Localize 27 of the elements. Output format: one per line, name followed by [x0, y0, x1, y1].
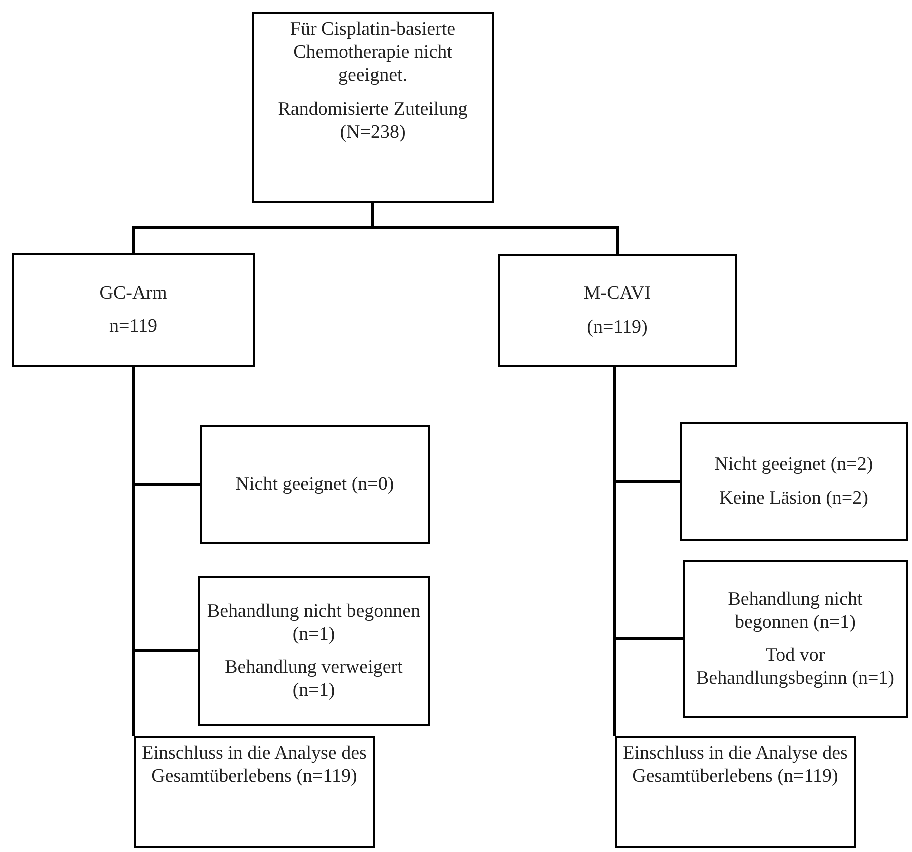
box-text: Nicht geeignet (n=0) [236, 472, 394, 496]
connector-line [372, 203, 619, 254]
flow-box [252, 12, 494, 203]
box-text: Einschluss in die Analyse des Gesamtüberlebens (n=119) [141, 742, 368, 788]
box-text: Einschluss in die Analyse des Gesamtüberlebens (n=119) [622, 742, 849, 788]
flow-box [200, 425, 430, 544]
flow-box [683, 560, 908, 718]
box-text: Behandlung nicht begonnen (n=1) [206, 600, 422, 646]
flow-box [198, 576, 430, 726]
box-text: Tod vor Behandlungsbeginn (n=1) [695, 644, 896, 690]
connector-line [132, 367, 136, 736]
flow-box [134, 736, 375, 848]
box-text: GC-Arm [100, 282, 168, 305]
flow-box [615, 736, 856, 848]
box-text: Nicht geeignet (n=2) [714, 453, 874, 476]
flow-box [680, 422, 908, 541]
box-text: Für Cisplatin-basierte Chemotherapie nicht geeignet. [289, 18, 457, 88]
flow-box [12, 253, 255, 367]
box-text: Behandlung verweigert (n=1) [224, 656, 404, 702]
flow-box [498, 254, 737, 367]
box-text: (n=119) [587, 316, 648, 339]
box-text: Randomisierte Zuteilung (N=238) [277, 98, 469, 144]
connector-line [614, 367, 616, 736]
box-text: Keine Läsion (n=2) [720, 486, 868, 510]
box-text: Behandlung nicht begonnen (n=1) [727, 588, 864, 634]
box-text: M-CAVI [584, 282, 652, 306]
box-text: n=119 [109, 315, 158, 338]
